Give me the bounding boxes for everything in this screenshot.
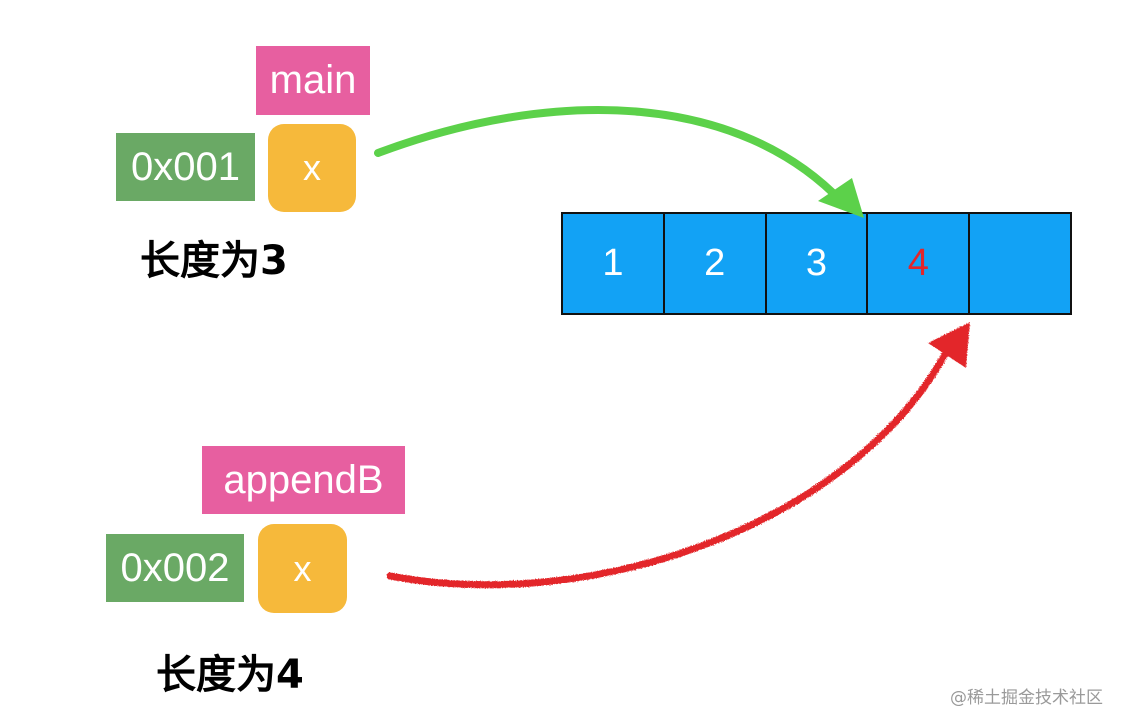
array-cell: 3 [767, 214, 869, 313]
var-box-appendb-x: x [258, 524, 347, 613]
array-cell: 2 [665, 214, 767, 313]
watermark: @稀土掘金技术社区 [950, 688, 1103, 708]
array-cell: 4 [868, 214, 971, 313]
func-label-appendb: appendB [202, 446, 405, 514]
length-label-main: 长度为3 [140, 238, 288, 284]
var-box-main-x: x [268, 124, 356, 212]
address-label-main: 0x001 [116, 133, 255, 201]
arrow-main-to-array [374, 106, 864, 218]
arrow-appendb-to-array [386, 322, 970, 589]
func-label-main: main [256, 46, 370, 115]
array-cell: 1 [563, 214, 665, 313]
array-cell [970, 214, 1072, 313]
length-label-appendb: 长度为4 [156, 652, 304, 698]
underlying-array: 1 2 3 4 [561, 212, 1072, 315]
address-label-appendb: 0x002 [106, 534, 244, 602]
